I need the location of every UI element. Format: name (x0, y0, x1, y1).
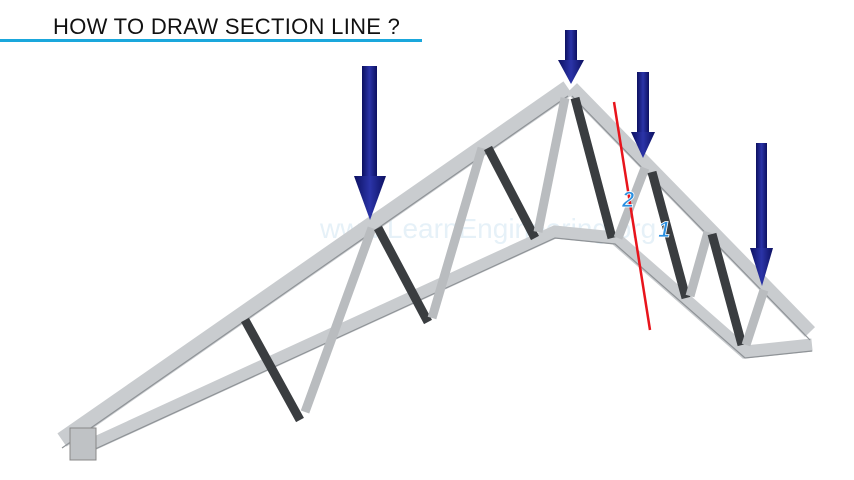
load-arrow (558, 30, 584, 84)
section-label-2: 2 (621, 187, 635, 212)
load-arrows (354, 30, 773, 286)
truss-webs (241, 96, 769, 423)
slide-title: HOW TO DRAW SECTION LINE ? (53, 14, 401, 39)
section-line (612, 101, 652, 331)
section-label-1: 1 (658, 217, 670, 242)
load-arrow (631, 72, 655, 158)
truss-chords (57, 81, 816, 456)
gusset-plate (69, 427, 97, 461)
load-arrow (354, 66, 386, 220)
title-underline (0, 39, 422, 42)
load-arrow (750, 143, 773, 286)
